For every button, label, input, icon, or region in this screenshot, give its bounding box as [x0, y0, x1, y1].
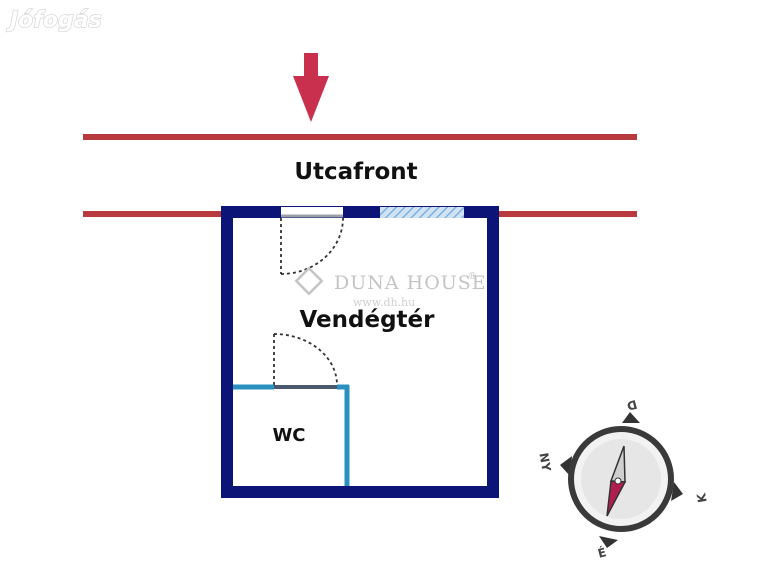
compass-tip-south — [622, 412, 640, 423]
outer-walls — [221, 206, 499, 498]
duna-house-brand: DUNA HOUSE — [334, 272, 487, 294]
entrance-arrow-icon — [293, 53, 329, 122]
compass-tip-east — [671, 482, 683, 501]
duna-house-brand-mark: ® — [468, 272, 478, 282]
entrance-door — [281, 207, 343, 217]
compass: D NY K É — [536, 397, 709, 561]
duna-house-url: www.dh.hu — [353, 296, 415, 309]
site-watermark: Jófogás — [6, 8, 102, 33]
duna-house-logo-icon — [294, 266, 324, 296]
duna-house-watermark: DUNA HOUSE ® www.dh.hu — [294, 266, 487, 309]
street-window — [380, 207, 464, 218]
compass-tip-north — [599, 536, 618, 548]
compass-label-south: D — [625, 397, 638, 413]
wc-door-swing — [273, 333, 338, 386]
main-room-label: Vendégtér — [300, 307, 436, 333]
street-label: Utcafront — [294, 159, 417, 185]
entrance-door-swing — [280, 217, 344, 275]
compass-label-east: K — [694, 492, 710, 504]
compass-label-north: É — [596, 544, 608, 561]
wc-label: WC — [272, 425, 305, 446]
compass-pivot — [614, 477, 622, 485]
compass-label-west: NY — [536, 452, 553, 473]
